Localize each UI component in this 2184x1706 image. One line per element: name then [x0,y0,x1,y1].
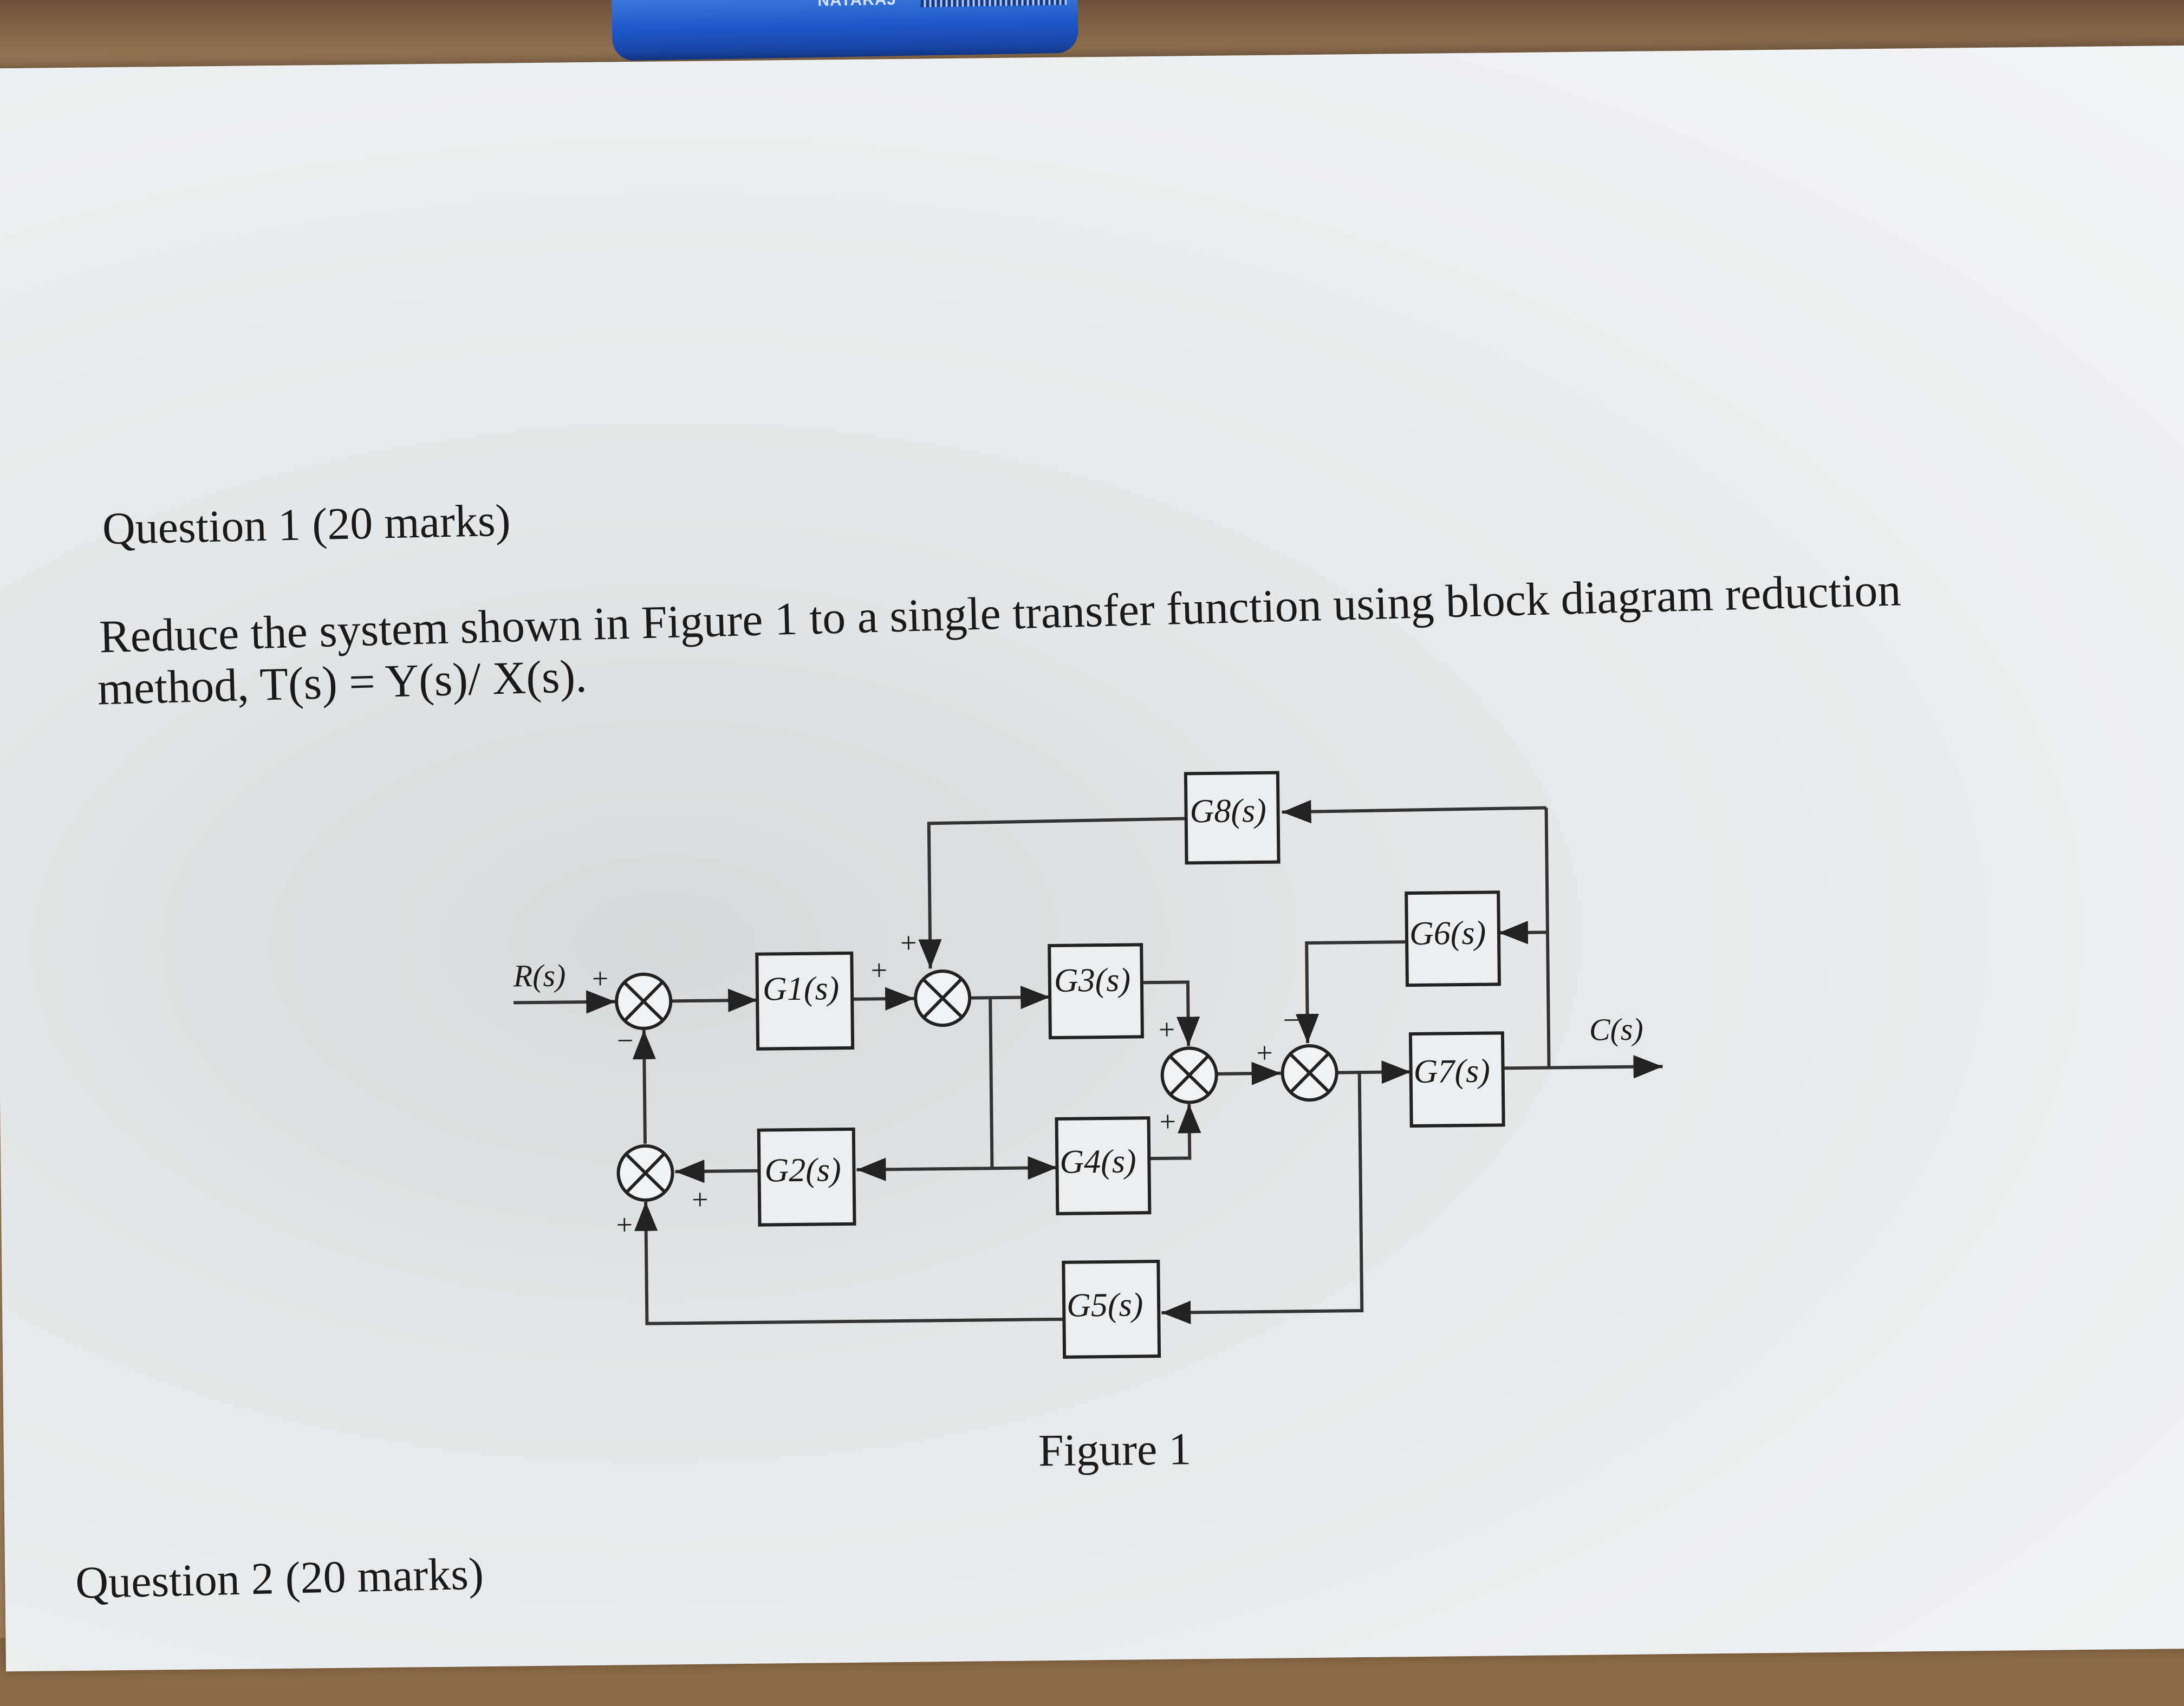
pen-barcode [920,0,1067,8]
wire-to-g6 [1498,921,1548,945]
block-diagram: G1(s) G2(s) G3(s) G4(s) G5(s) G6(s) G7(s… [512,771,1663,1476]
sign-s3-top: + [1158,1013,1175,1046]
sign-s6-right: + [692,1183,708,1216]
exam-paper: Question 1 (20 marks) Reduce the system … [0,45,2184,1672]
wire-output [1503,1055,1663,1079]
sign-s4-left: + [1256,1037,1273,1069]
sign-s2-feedback: + [900,927,917,959]
block-g2-frame [757,1127,856,1227]
wire-s3-s4 [1217,1062,1281,1085]
wire-g2-s6 [675,1160,759,1183]
pen: NATARAJ [611,0,1079,61]
wire-s2-g3 [971,986,1050,1010]
sign-s4-top: − [1283,1004,1299,1036]
sign-s3-bottom: + [1159,1105,1176,1138]
block-g8-frame [1184,771,1280,865]
block-g7-frame [1408,1031,1505,1128]
block-g5-frame [1062,1259,1161,1359]
wire-g5-s6 [634,1201,1064,1325]
output-label: C(s) [1589,1012,1644,1047]
wire-output-up [1544,808,1551,1068]
wire-branch-down [989,998,994,1169]
block-g1-label: G1(s) [763,970,840,1007]
input-label: R(s) [512,958,566,993]
block-g2-label: G2(s) [764,1151,841,1189]
block-g3-label: G3(s) [1054,961,1131,999]
block-g7-label: G7(s) [1413,1053,1490,1090]
sign-s6-bottom: + [616,1208,633,1241]
wire-input [514,990,616,1014]
block-g4-frame [1055,1116,1152,1215]
summing-junction-4 [1280,1044,1338,1102]
block-g1-frame [755,951,855,1051]
wire-s1-g1 [672,988,758,1012]
wire-s6-s1 [632,1030,656,1144]
wire-to-g5 [1161,1072,1364,1324]
wire-g4-s3 [1149,1104,1201,1161]
summing-junction-3 [1160,1046,1218,1104]
block-g3-frame [1048,943,1144,1040]
block-g8-label: G8(s) [1190,792,1266,830]
sign-s1-feedback: − [617,1024,634,1057]
figure-caption: Figure 1 [1038,1424,1191,1476]
summing-junction-1 [615,972,673,1030]
summing-junction-2 [914,969,972,1027]
wire-to-g8 [1282,800,1546,824]
block-g6-frame [1405,890,1502,987]
block-g5-label: G5(s) [1067,1286,1143,1324]
wire-g3-s3 [1141,980,1200,1046]
wire-g6-s4 [1295,940,1407,1044]
pen-brand: NATARAJ [817,0,897,10]
sign-s2-input: + [870,954,887,986]
block-g4-label: G4(s) [1060,1143,1136,1180]
sign-s1-input: + [592,962,608,995]
block-g6-label: G6(s) [1409,915,1486,952]
question-2-title: Question 2 (20 marks) [75,1548,484,1609]
summing-junction-5 [616,1144,674,1202]
wire-g8-s2 [918,817,1189,969]
wire-node-g2 [856,1157,992,1181]
